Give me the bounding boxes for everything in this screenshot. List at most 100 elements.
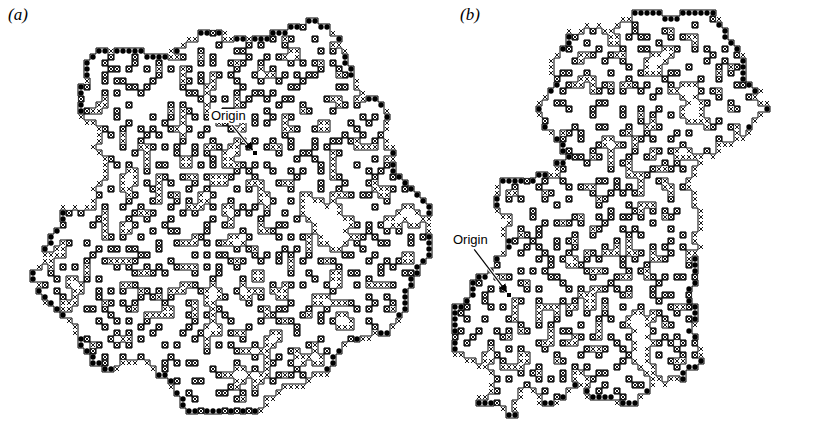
growth-site-dot: [342, 54, 347, 59]
growth-site-dot: [426, 252, 431, 257]
growth-site-dot: [740, 70, 745, 75]
growth-site-dot: [60, 312, 65, 317]
growth-site-dot: [542, 124, 547, 129]
growth-site-dot: [548, 88, 553, 93]
growth-site-dot: [566, 34, 571, 39]
growth-site-dot: [476, 274, 481, 279]
growth-site-dot: [512, 178, 517, 183]
growth-site-dot: [132, 48, 137, 53]
growth-site-dot: [500, 178, 505, 183]
growth-site-dot: [470, 280, 475, 285]
origin-site: [253, 151, 257, 155]
growth-site-dot: [324, 366, 329, 371]
growth-site-dot: [482, 400, 487, 405]
growth-site-dot: [632, 400, 637, 405]
growth-site-dot: [156, 372, 161, 377]
growth-site-dot: [90, 360, 95, 365]
growth-site-dot: [734, 46, 739, 51]
growth-site-dot: [686, 328, 691, 333]
growth-site-dot: [692, 334, 697, 339]
growth-site-dot: [150, 54, 155, 59]
growth-site-dot: [560, 394, 565, 399]
growth-site-dot: [644, 388, 649, 393]
hatched-site: [42, 24, 425, 413]
growth-site-dot: [168, 378, 173, 383]
origin-label: Origin: [209, 109, 248, 123]
growth-site-dot: [722, 34, 727, 39]
growth-site-dot: [686, 10, 691, 15]
growth-site-dot: [680, 10, 685, 15]
growth-site-dot: [60, 216, 65, 221]
growth-site-dot: [488, 400, 493, 405]
growth-site-dot: [458, 304, 463, 309]
growth-site-dot: [324, 24, 329, 29]
percolation-cluster: [30, 18, 432, 414]
growth-site-dot: [240, 36, 245, 41]
growth-site-dot: [402, 288, 407, 293]
growth-site-dot: [560, 148, 565, 153]
growth-site-dot: [414, 270, 419, 275]
growth-site-dot: [330, 354, 335, 359]
growth-site-dot: [90, 54, 95, 59]
growth-site-dot: [258, 36, 263, 41]
growth-site-dot: [348, 72, 353, 77]
growth-site-dot: [518, 178, 523, 183]
panel-label: (b): [458, 6, 482, 25]
leader-halo: [474, 249, 506, 292]
growth-site-dot: [572, 382, 577, 387]
growth-site-dot: [602, 394, 607, 399]
growth-site-dot: [96, 48, 101, 53]
growth-site-dot: [120, 48, 125, 53]
growth-site-dot: [494, 256, 499, 261]
growth-site-dot: [704, 10, 709, 15]
growth-site-dot: [378, 330, 383, 335]
growth-site-dot: [716, 22, 721, 27]
growth-site-dot: [114, 48, 119, 53]
growth-site-dot: [270, 30, 275, 35]
origin-label: Origin: [451, 233, 490, 247]
growth-site-dot: [384, 330, 389, 335]
growth-site-dot: [144, 54, 149, 59]
growth-site-dot: [414, 192, 419, 197]
growth-site-dot: [192, 408, 197, 413]
growth-site-dot: [90, 354, 95, 359]
growth-site-dot: [692, 10, 697, 15]
growth-site-dot: [378, 102, 383, 107]
growth-site-dot: [728, 40, 733, 45]
growth-site-dot: [48, 240, 53, 245]
growth-site-dot: [96, 360, 101, 365]
growth-site-dot: [740, 64, 745, 69]
blocked-site-cross: [453, 17, 769, 411]
growth-site-dot: [84, 60, 89, 65]
growth-site-dot: [536, 106, 541, 111]
growth-site-dot: [470, 292, 475, 297]
growth-site-dot: [476, 400, 481, 405]
growth-site-dot: [560, 46, 565, 51]
growth-site-dot: [330, 360, 335, 365]
growth-site-dot: [162, 372, 167, 377]
growth-site-dot: [336, 36, 341, 41]
growth-site-dot: [78, 336, 83, 341]
growth-site-dot: [426, 234, 431, 239]
growth-site-dot: [470, 286, 475, 291]
growth-site-dot: [426, 246, 431, 251]
growth-site-dot: [84, 348, 89, 353]
growth-site-dot: [54, 228, 59, 233]
growth-site-dot: [692, 262, 697, 267]
panel-label: (a): [6, 6, 30, 25]
growth-site-dot: [174, 48, 179, 53]
growth-site-dot: [662, 16, 667, 21]
growth-site-dot: [78, 108, 83, 113]
growth-site-dot: [426, 210, 431, 215]
growth-site-dot: [390, 168, 395, 173]
growth-site-dot: [764, 106, 769, 111]
growth-site-dot: [186, 408, 191, 413]
growth-site-dot: [644, 10, 649, 15]
growth-site-dot: [348, 66, 353, 71]
growth-site-dot: [162, 54, 167, 59]
growth-site-dot: [650, 10, 655, 15]
growth-site-dot: [698, 10, 703, 15]
growth-site-dot: [30, 276, 35, 281]
